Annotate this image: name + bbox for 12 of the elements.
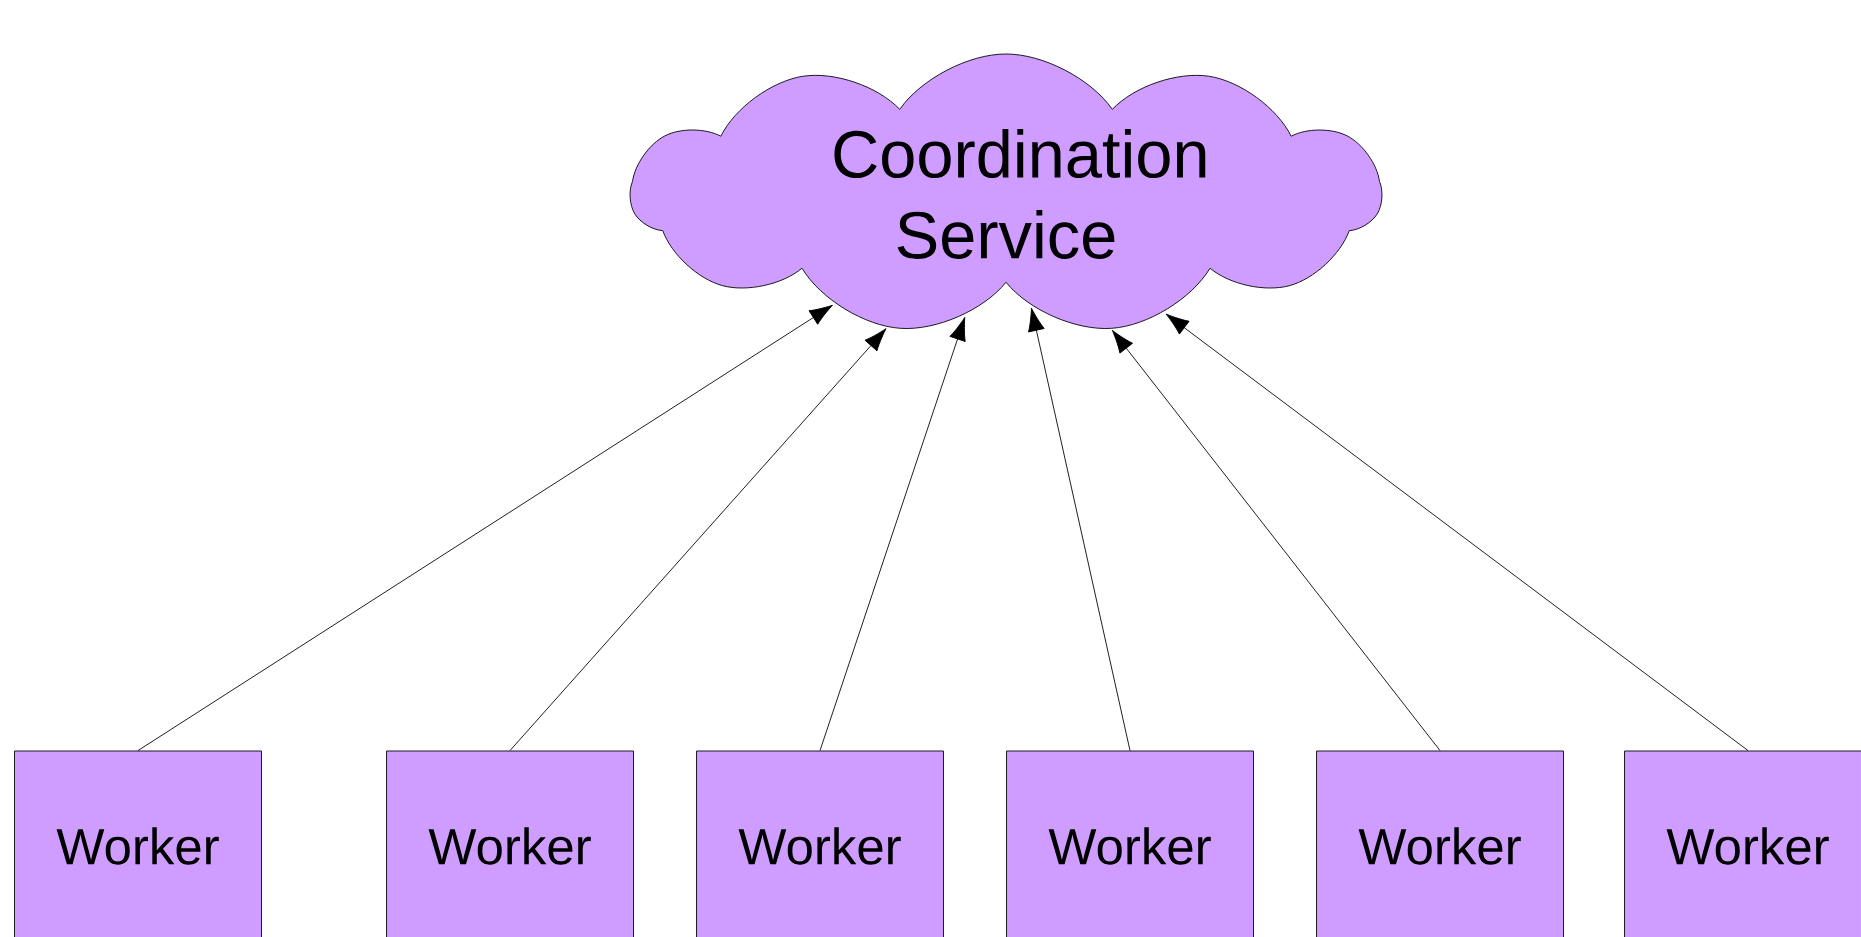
arrow xyxy=(819,317,966,751)
worker-box: Worker xyxy=(14,750,262,937)
arrow xyxy=(509,328,887,751)
worker-box: Worker xyxy=(696,750,944,937)
arrow xyxy=(1111,329,1441,751)
worker-box: Worker xyxy=(1006,750,1254,937)
worker-box: Worker xyxy=(1316,750,1564,937)
arrow xyxy=(137,304,833,751)
arrow xyxy=(1028,307,1131,751)
worker-box: Worker xyxy=(1624,750,1861,937)
worker-box: Worker xyxy=(386,750,634,937)
arrow xyxy=(1165,313,1749,751)
